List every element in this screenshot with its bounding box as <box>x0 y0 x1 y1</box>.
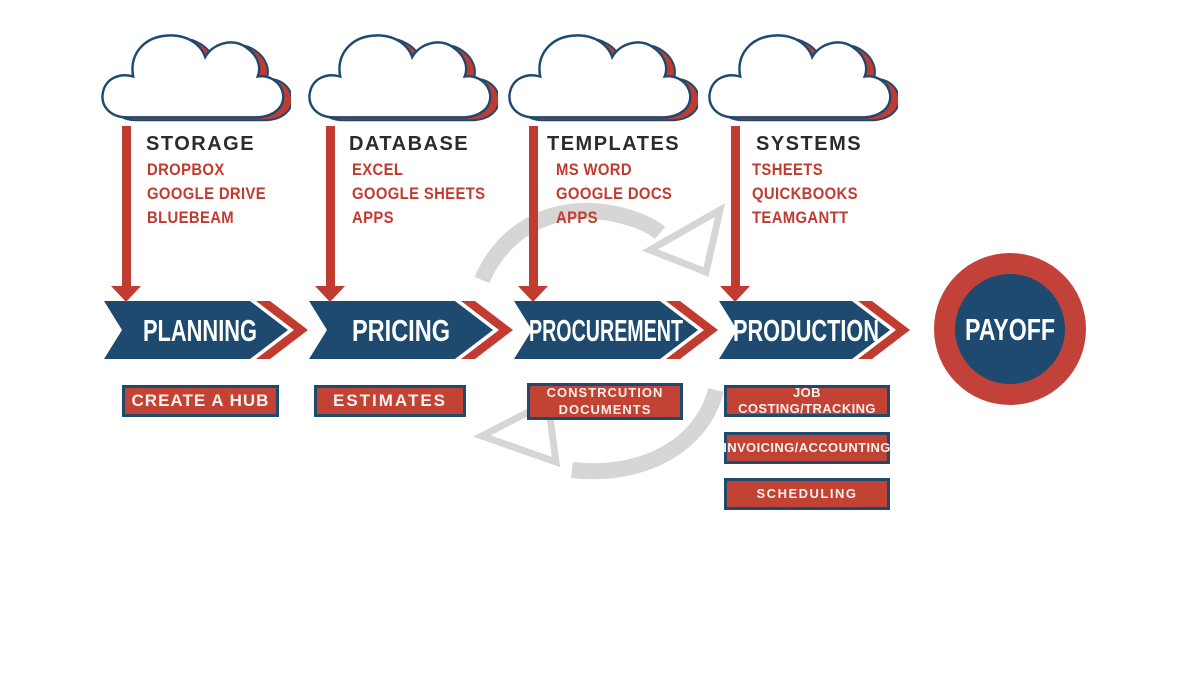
cloud-templates-icon <box>508 34 698 122</box>
tool-item: MS WORD <box>556 161 632 179</box>
tool-list-templates: MS WORD GOOGLE DOCS APPS <box>556 158 672 230</box>
deliverable-box-construction-documents: CONSTRCUTION DOCUMENTS <box>527 383 683 420</box>
cloud-title-systems: SYSTEMS <box>756 133 863 155</box>
stage-label-planning: PLANNING <box>143 313 257 348</box>
payoff-inner-circle <box>955 274 1065 384</box>
stage-arrow-production <box>719 301 890 359</box>
cloud-shape <box>308 34 492 119</box>
cloud-systems-icon <box>708 34 898 122</box>
stage-band: PLANNING PRICING PROCUREMENT PRODUCTION <box>104 301 910 359</box>
cloud-database-icon <box>308 34 498 122</box>
deliverable-box-scheduling: SCHEDULING <box>724 478 890 510</box>
deliverable-box-invoicing-accounting: INVOICING/ACCOUNTING <box>723 432 890 464</box>
tool-item: TSHEETS <box>752 161 824 179</box>
tool-list-storage: DROPBOX GOOGLE DRIVE BLUEBEAM <box>147 158 266 230</box>
payoff-label: PAYOFF <box>965 312 1055 347</box>
cloud-shape <box>708 34 892 119</box>
down-arrow-templates <box>528 126 538 286</box>
cycle-arrow-top-head-icon <box>641 203 726 277</box>
down-arrow-systems <box>730 126 740 286</box>
payoff-circle: PAYOFF <box>934 253 1086 405</box>
tool-item: BLUEBEAM <box>147 209 235 227</box>
stage-arrow-pricing <box>309 301 493 359</box>
cycle-arrows <box>473 202 726 480</box>
tool-item: GOOGLE DOCS <box>556 185 673 203</box>
deliverable-box-job-costing-tracking: JOB COSTING/TRACKING <box>724 385 890 417</box>
stage-label-production: PRODUCTION <box>733 313 879 348</box>
cloud-title-templates: TEMPLATES <box>547 133 681 155</box>
cloud-title-database: DATABASE <box>349 133 470 155</box>
cycle-arrow-bottom-arc <box>571 387 724 480</box>
tool-list-systems: TSHEETS QUICKBOOKS TEAMGANTT <box>752 158 858 230</box>
tool-item: EXCEL <box>352 161 404 179</box>
stage-arrow-planning <box>104 301 288 359</box>
tool-item: APPS <box>556 209 598 227</box>
cloud-shape <box>101 34 285 119</box>
down-arrow-storage-head-icon <box>111 286 141 302</box>
tool-item: DROPBOX <box>147 161 225 179</box>
tool-item: QUICKBOOKS <box>752 185 858 203</box>
tool-item: GOOGLE SHEETS <box>352 185 486 203</box>
down-arrow-database-head-icon <box>315 286 345 302</box>
stage-arrow-procurement <box>514 301 698 359</box>
cloud-title-storage: STORAGE <box>146 133 256 155</box>
tool-item: GOOGLE DRIVE <box>147 185 267 203</box>
down-arrow-systems-head-icon <box>720 286 750 302</box>
deliverable-box-estimates: ESTIMATES <box>314 385 466 417</box>
deliverable-box-create-a-hub: CREATE A HUB <box>122 385 279 417</box>
cloud-storage-icon <box>101 34 291 122</box>
stage-label-pricing: PRICING <box>352 313 450 348</box>
tool-item: TEAMGANTT <box>752 209 849 227</box>
down-arrow-storage <box>121 126 131 286</box>
down-arrow-templates-head-icon <box>518 286 548 302</box>
down-arrow-database <box>325 126 335 286</box>
stage-label-procurement: PROCUREMENT <box>529 313 683 348</box>
cycle-arrow-top-arc <box>474 202 666 284</box>
tool-list-database: EXCEL GOOGLE SHEETS APPS <box>352 158 485 230</box>
tool-item: APPS <box>352 209 394 227</box>
cloud-shape <box>508 34 692 119</box>
